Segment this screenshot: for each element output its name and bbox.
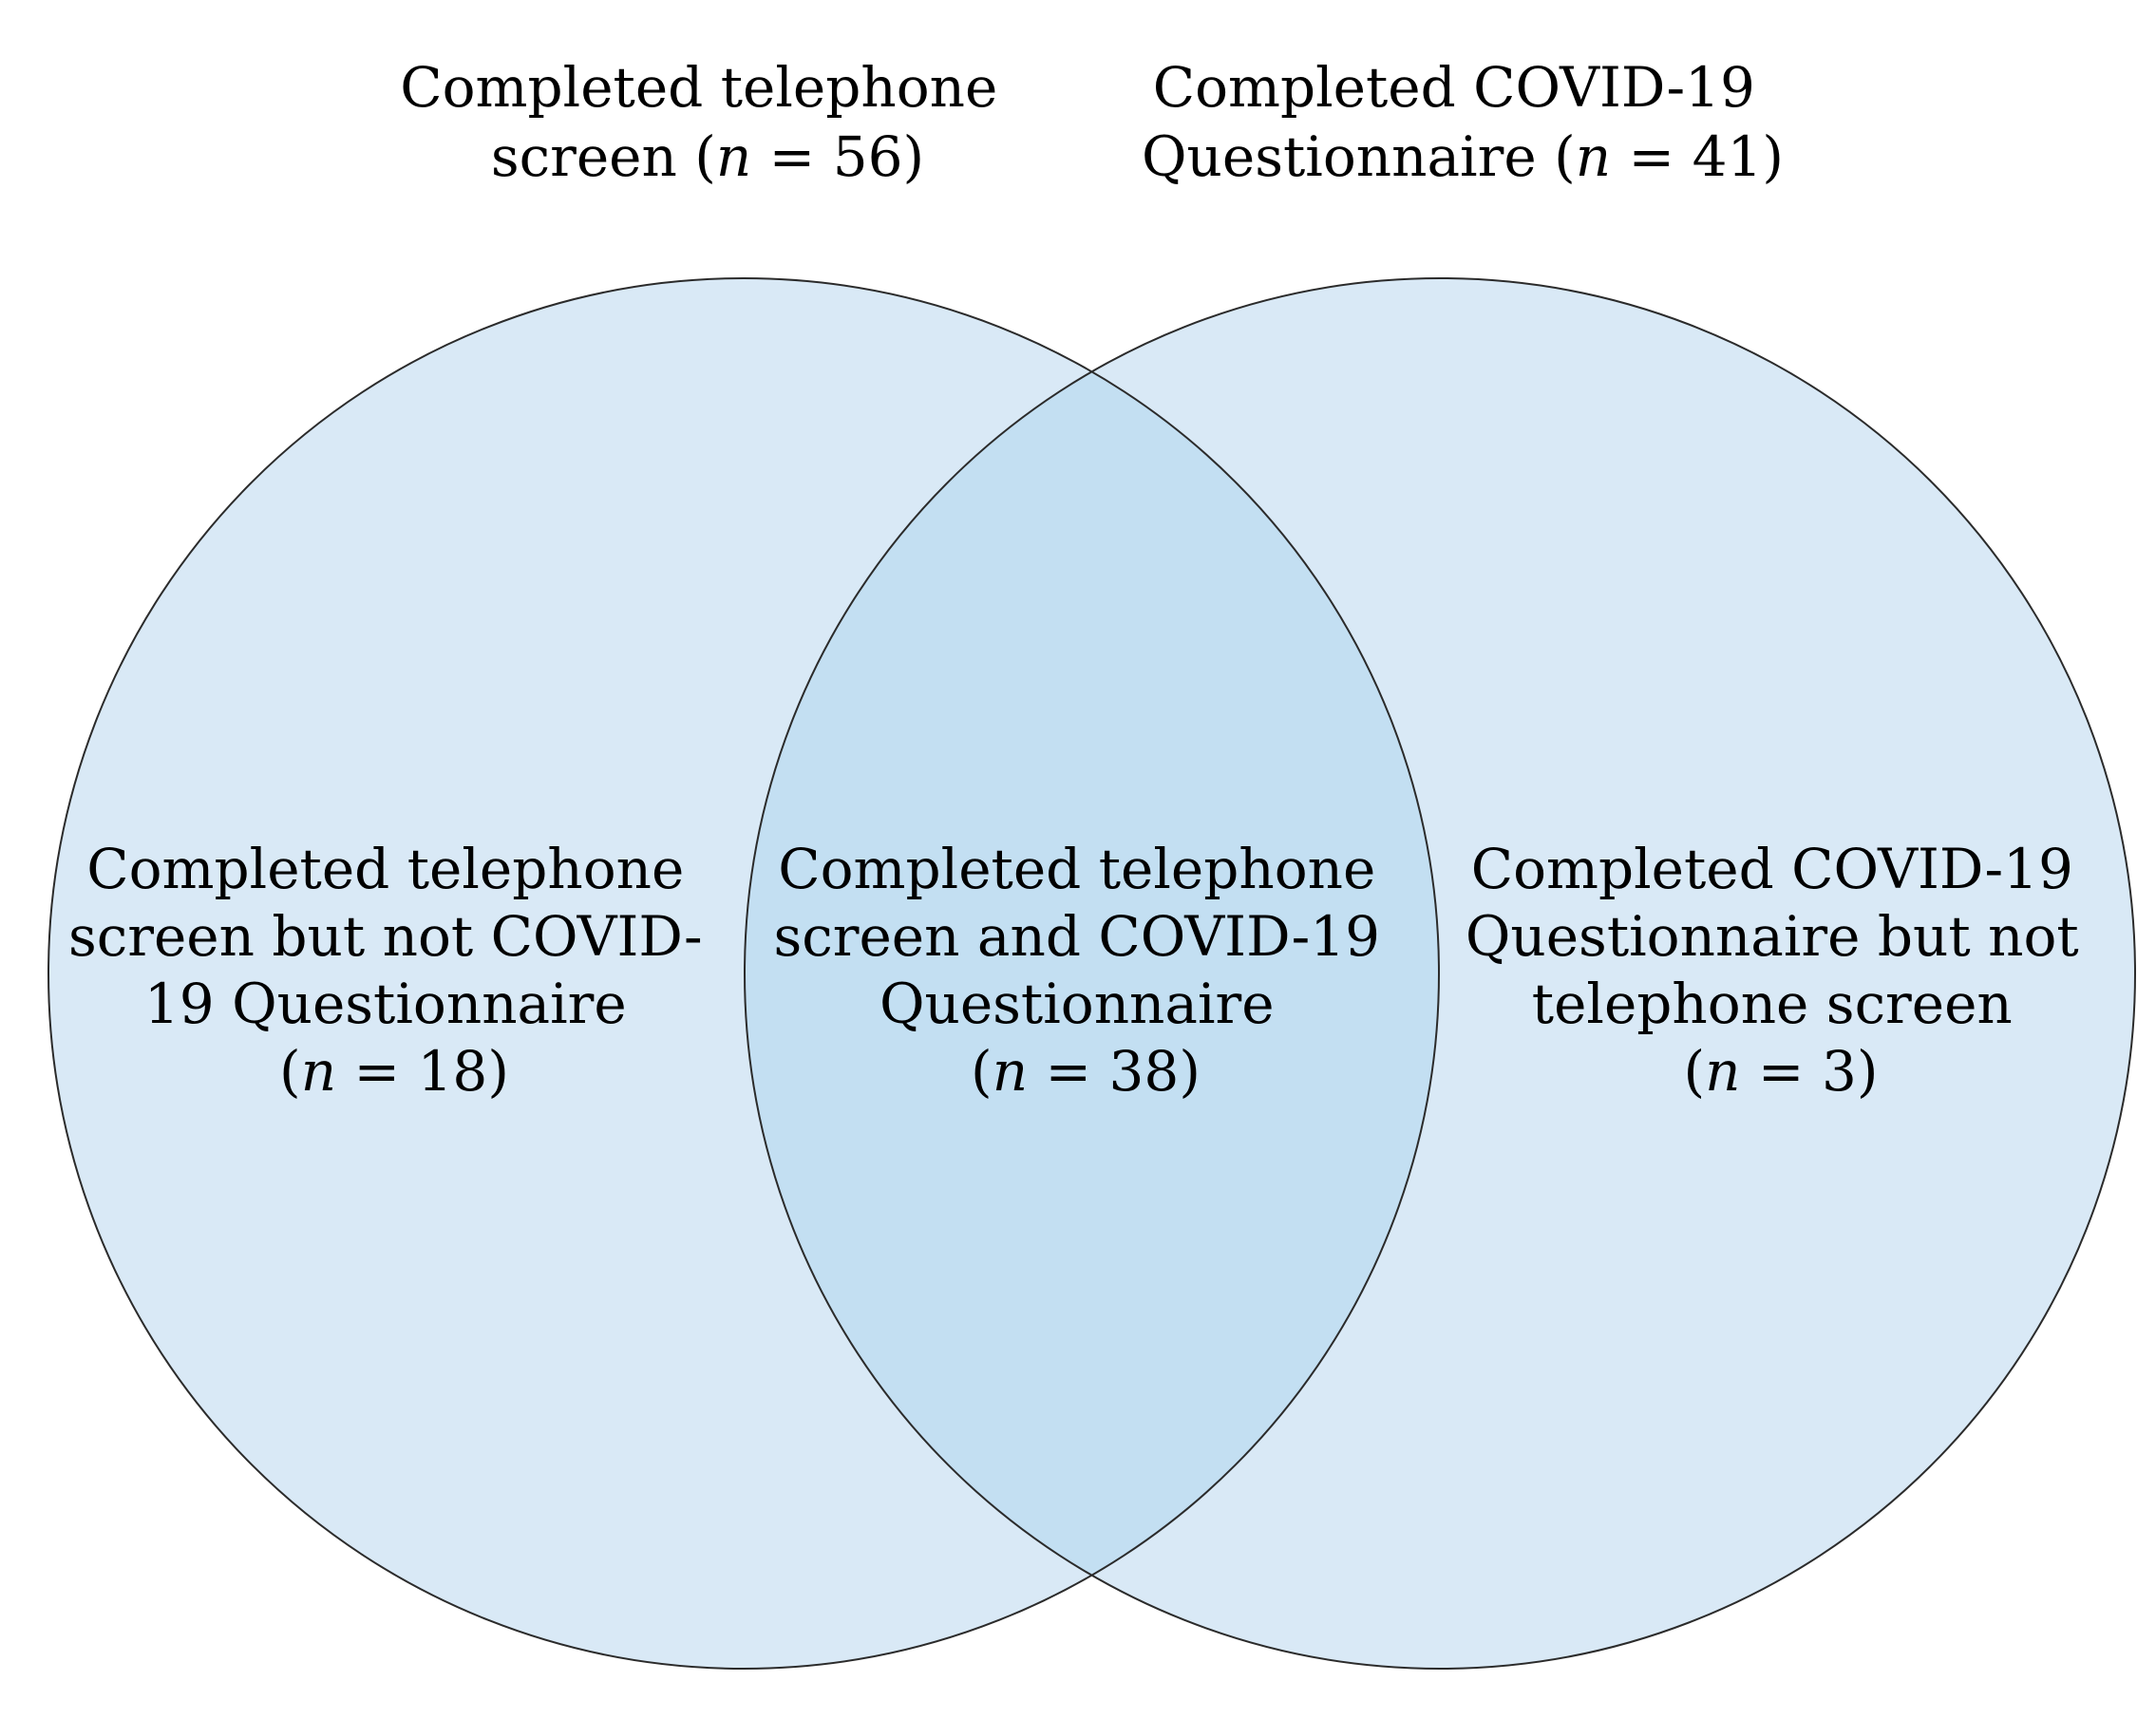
- variable-n: n: [716, 124, 751, 189]
- variable-n: n: [1576, 124, 1611, 189]
- right-set-outline: [744, 277, 2136, 1670]
- right-only-label: Completed COVID-19 Questionnaire but not…: [1466, 837, 2096, 1104]
- variable-n: n: [1705, 1039, 1740, 1104]
- variable-n: n: [301, 1039, 336, 1104]
- right-set-title: Completed COVID-19 Questionnaire (n = 41…: [1142, 55, 1784, 189]
- left-only-label: Completed telephone screen but not COVID…: [68, 837, 720, 1104]
- overlap-region: [745, 278, 1439, 1669]
- variable-n: n: [993, 1039, 1028, 1104]
- left-set-outline: [47, 277, 1440, 1670]
- left-set-title: Completed telephone screen (n = 56): [400, 55, 1015, 189]
- both-label: Completed telephone screen and COVID-19 …: [773, 837, 1397, 1104]
